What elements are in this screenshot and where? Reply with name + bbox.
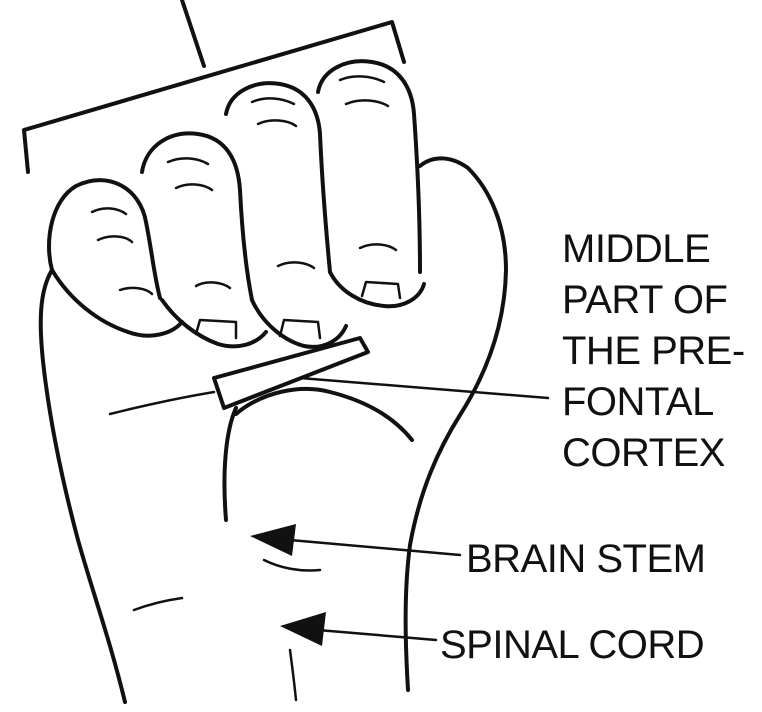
- cortex-bracket: [24, 0, 404, 172]
- brain-stem-label: BRAIN STEM: [466, 537, 705, 581]
- fist-illustration: [41, 61, 506, 702]
- prefrontal-label-line-5: CORTEX: [562, 431, 725, 475]
- brain-stem-arrow: [250, 524, 460, 556]
- prefrontal-label-line-1: MIDDLE: [562, 227, 710, 271]
- spinal-cord-label: SPINAL CORD: [440, 623, 704, 667]
- prefrontal-label-line-4: FONTAL: [562, 380, 714, 424]
- spinal-cord-arrow: [280, 612, 436, 646]
- prefrontal-label-line-2: PART OF: [562, 278, 727, 322]
- prefrontal-label-line-3: THE PRE-: [562, 329, 745, 373]
- prefrontal-cortex-label: MIDDLE PART OF THE PRE- FONTAL CORTEX: [562, 227, 745, 475]
